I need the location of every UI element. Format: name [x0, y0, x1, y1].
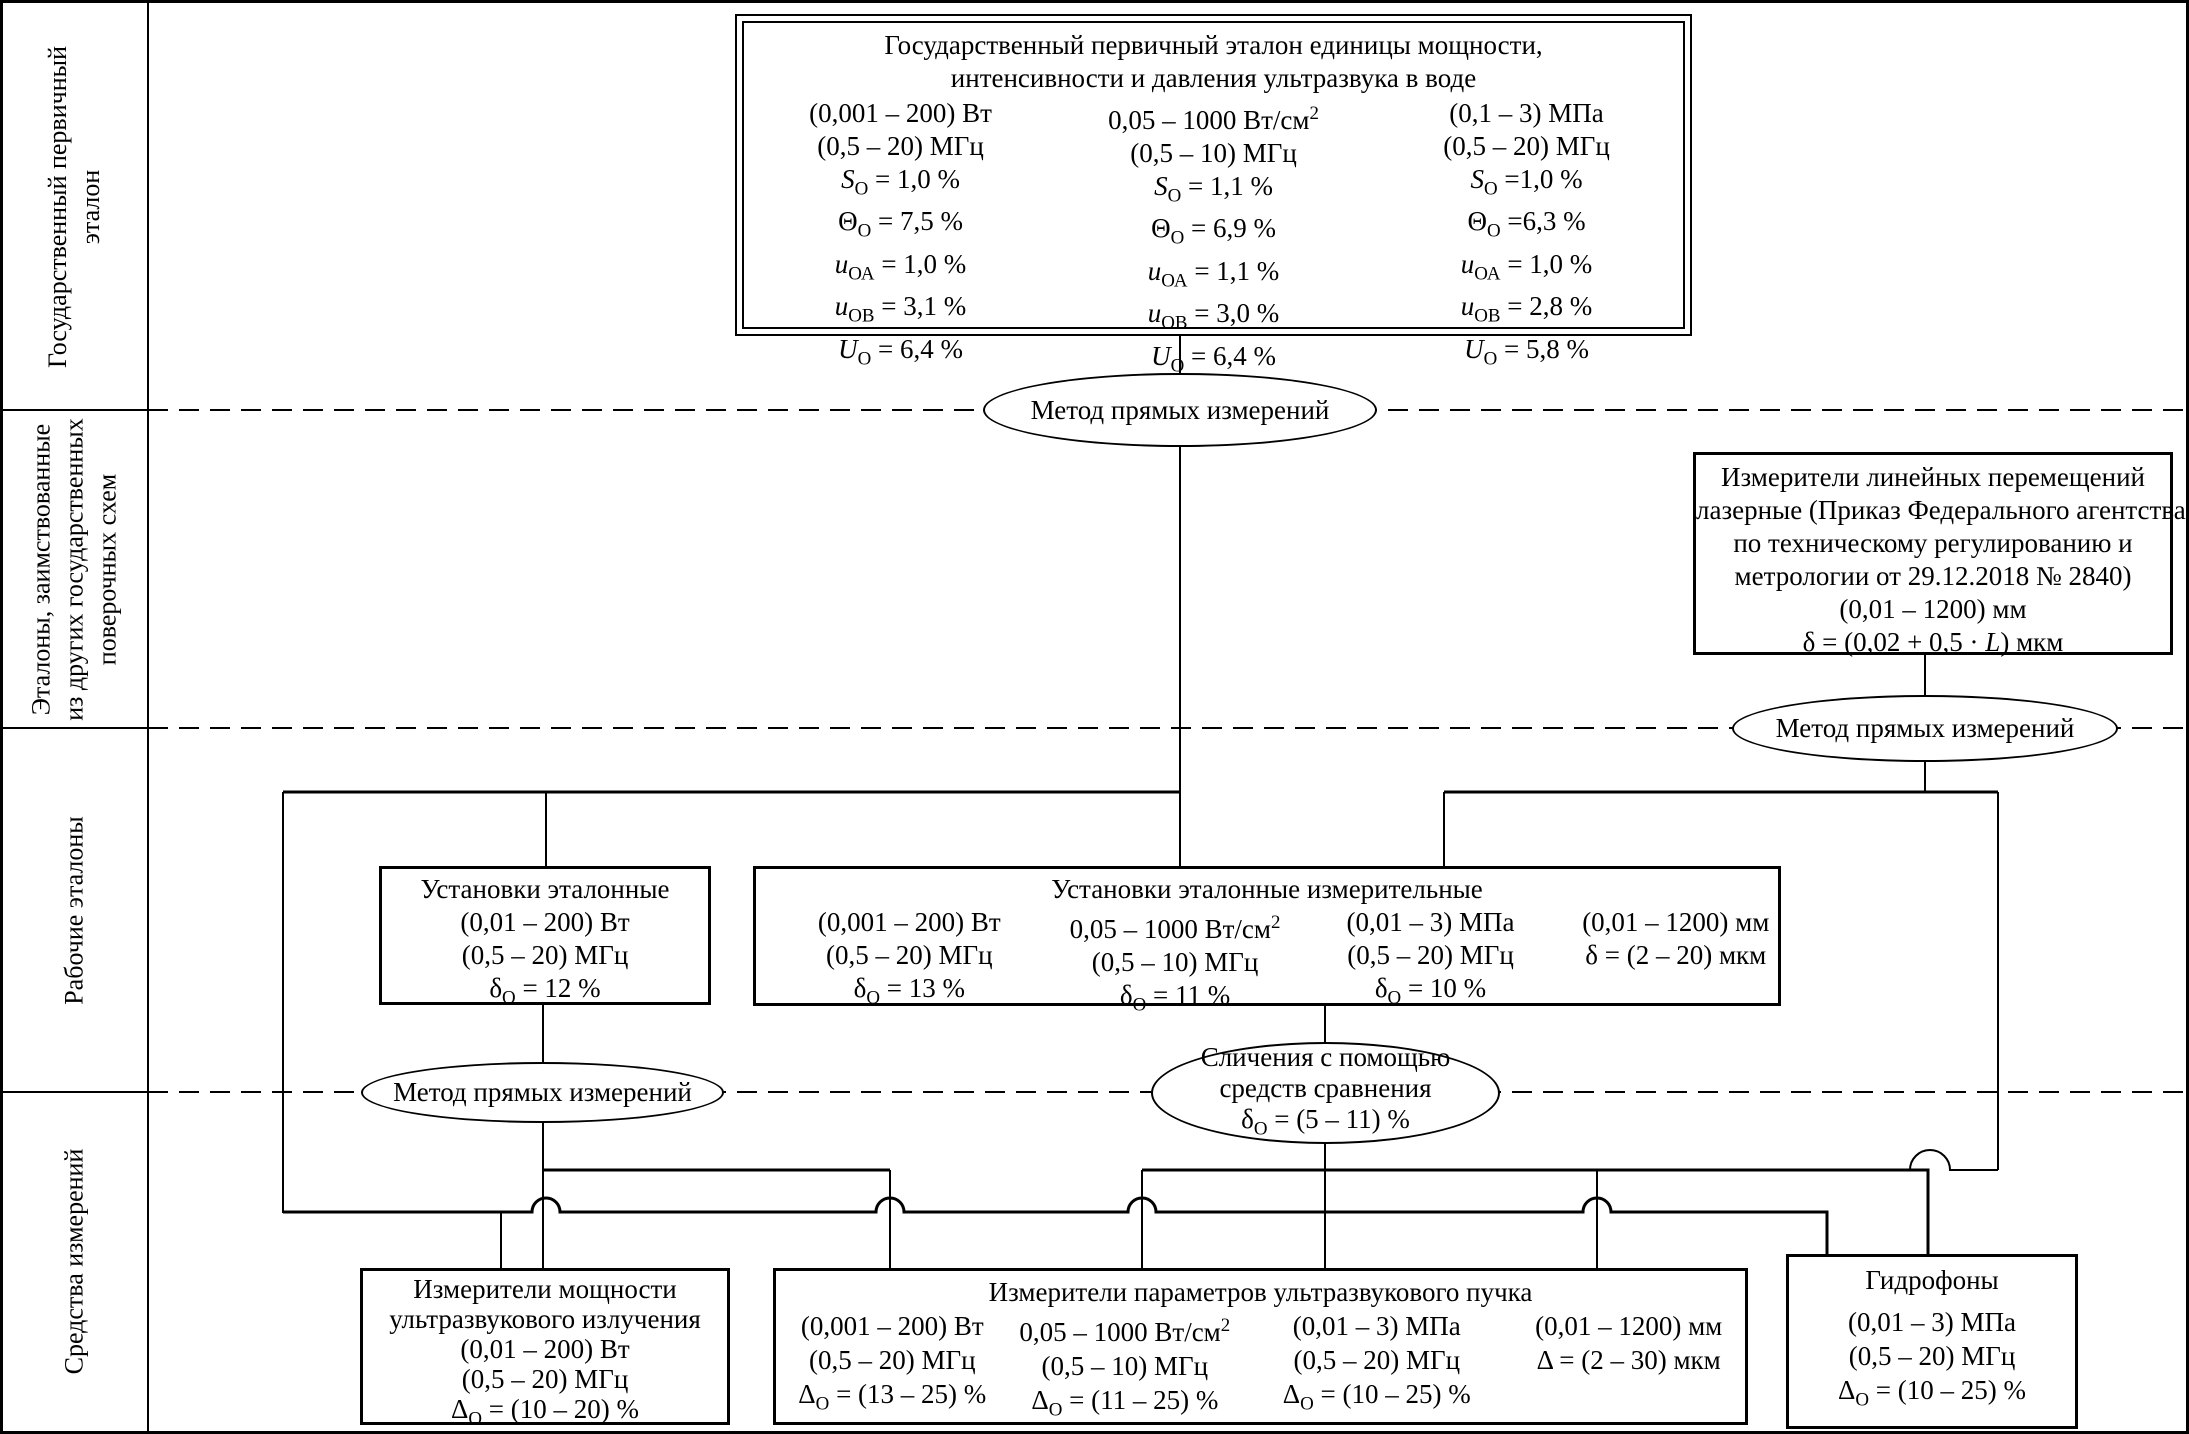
working-installations-box: Установки эталонные(0,01 – 200) Вт(0,5 –… — [379, 866, 711, 1008]
sidebar-label-borrowed-standards: Эталоны, заимствованные из других госуда… — [26, 417, 122, 721]
primary-standard-box: Государственный первичный эталон единицы… — [735, 14, 1692, 376]
beam-parameters-box: Измерители параметров ультразвукового пу… — [773, 1268, 1748, 1425]
sidebar-row-borrowed-standards: Эталоны, заимствованные из других госуда… — [3, 410, 145, 728]
sidebar-row-primary-standard: Государственный первичный эталон — [3, 3, 145, 410]
sidebar-label-primary-standard: Государственный первичный эталон — [43, 45, 105, 368]
sidebar-row-working-standards: Рабочие эталоны — [3, 728, 145, 1092]
working-measuring-installations-box: Установки эталонные измерительные (0,001… — [753, 866, 1781, 1015]
working-measuring-title: Установки эталонные измерительные — [1051, 874, 1483, 904]
method-ellipse-direct-2: Метод прямых измерений — [1732, 695, 2118, 762]
hydrophones-box: Гидрофоны (0,01 – 3) МПа (0,5 – 20) МГц … — [1786, 1254, 2078, 1429]
method-ellipse-direct-1: Метод прямых измерений — [983, 373, 1377, 447]
sidebar-label-working-standards: Рабочие эталоны — [59, 815, 89, 1005]
beam-parameters-title: Измерители параметров ультразвукового пу… — [988, 1277, 1533, 1307]
primary-standard-title: Государственный первичный эталон единицы… — [884, 30, 1543, 93]
method-ellipse-direct-3: Метод прямых измерений — [361, 1062, 724, 1123]
sidebar-label-measuring-instruments: Средства измерений — [59, 1148, 89, 1375]
sidebar-row-measuring-instruments: Средства измерений — [3, 1092, 145, 1431]
hydrophones-title: Гидрофоны — [1865, 1265, 1999, 1295]
